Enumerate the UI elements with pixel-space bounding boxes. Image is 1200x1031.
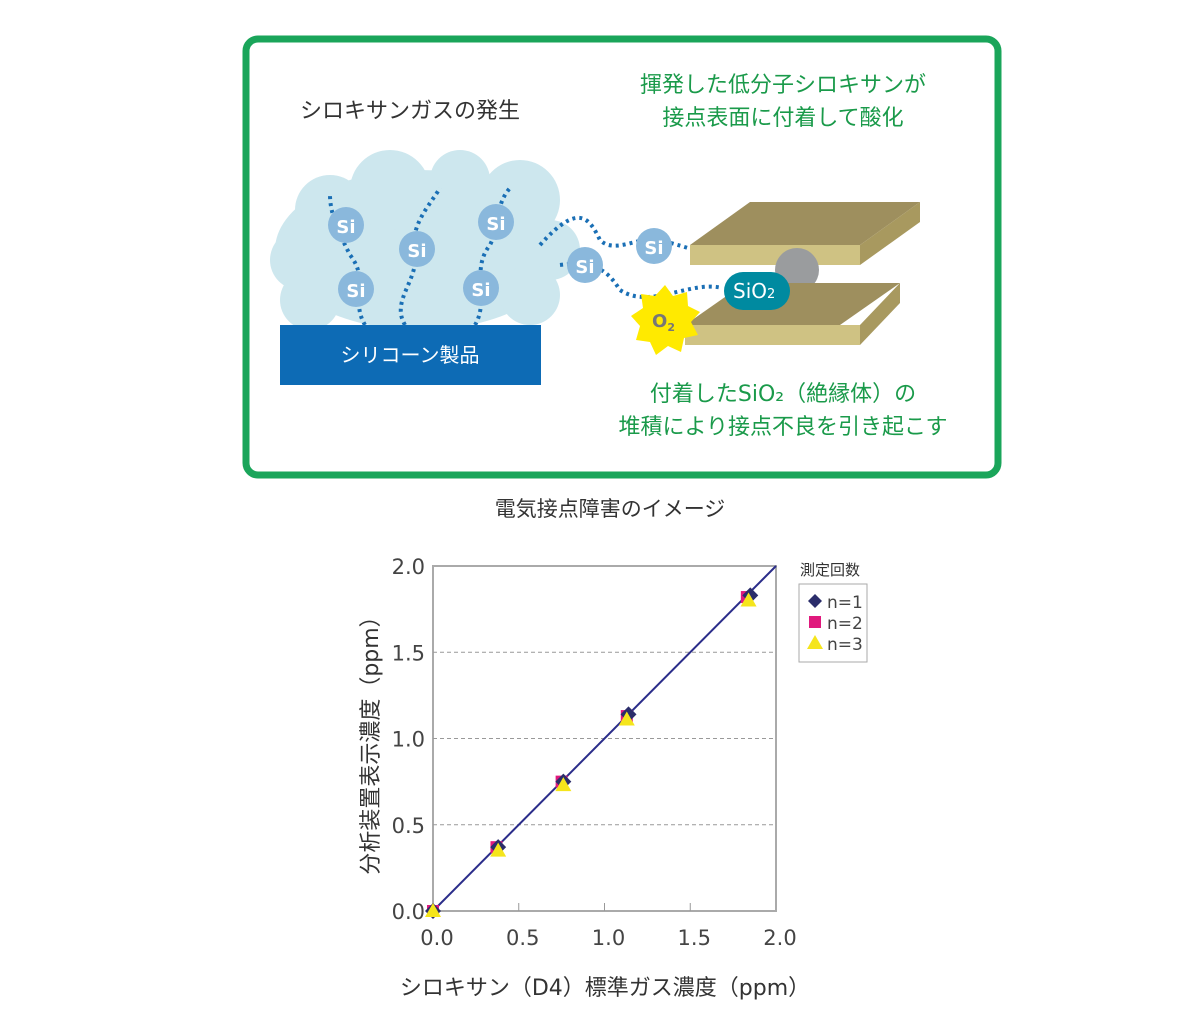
x-axis-label: シロキサン（D4）標準ガス濃度（ppm） [400, 976, 810, 1001]
silicone-product-block [280, 325, 541, 385]
svg-text:Si: Si [575, 257, 594, 278]
deposit-label-line2: 堆積により接点不良を引き起こす [618, 415, 947, 440]
legend: n=1n=2n=3 [807, 593, 863, 655]
si-molecule: Si [328, 207, 364, 243]
si-molecule: Si [338, 271, 374, 307]
x-tick-label: 0.5 [506, 926, 539, 950]
data-point-n=3 [490, 842, 507, 857]
oxygen-burst: O2 [631, 285, 700, 355]
svg-text:SiO2: SiO2 [733, 279, 775, 303]
y-tick-label: 2.0 [392, 555, 425, 579]
svg-text:Si: Si [644, 238, 663, 259]
si-molecule: Si [463, 270, 499, 306]
data-point-n=3 [807, 635, 823, 649]
legend-title: 測定回数 [800, 561, 860, 579]
y-axis-label: 分析装置表示濃度（ppm） [359, 605, 384, 874]
contact-failure-diagram: シロキサンガスの発生 揮発した低分子シロキサンが 接点表面に付着して酸化 シリコ… [242, 35, 1002, 521]
data-point-n=3 [555, 777, 572, 792]
diagram-caption: 電気接点障害のイメージ [495, 497, 726, 521]
si-molecule: Si [478, 204, 514, 240]
oxidation-label-line1: 揮発した低分子シロキサンが [640, 73, 926, 98]
x-tick-label: 0.0 [420, 926, 453, 950]
data-point-n=1 [808, 594, 822, 608]
gas-generation-label: シロキサンガスの発生 [300, 99, 520, 124]
x-tick-label: 2.0 [763, 926, 796, 950]
legend-label: n=2 [827, 614, 863, 634]
x-tick-label: 1.0 [592, 926, 625, 950]
data-point-n=3 [618, 711, 635, 726]
svg-text:Si: Si [471, 280, 490, 301]
legend-label: n=3 [827, 635, 863, 655]
sio2-deposit: SiO2 [724, 272, 790, 310]
si-molecule: Si [567, 247, 603, 283]
oxidation-label-line2: 接点表面に付着して酸化 [662, 106, 903, 131]
si-molecules: Si Si Si Si Si Si Si [328, 204, 672, 307]
y-tick-label: 0.5 [392, 814, 425, 838]
si-molecule: Si [399, 231, 435, 267]
y-tick-label: 0.0 [392, 900, 425, 924]
svg-text:Si: Si [486, 214, 505, 235]
si-molecule: Si [636, 228, 672, 264]
svg-text:Si: Si [407, 241, 426, 262]
x-tick-label: 1.5 [678, 926, 711, 950]
fit-line [432, 565, 777, 912]
svg-text:O2: O2 [652, 311, 675, 334]
y-tick-label: 1.5 [392, 641, 425, 665]
legend-label: n=1 [827, 593, 863, 613]
silicone-product-label: シリコーン製品 [341, 343, 480, 367]
data-point-n=3 [740, 592, 757, 607]
data-point-n=3 [425, 903, 441, 917]
svg-text:Si: Si [336, 217, 355, 238]
deposit-label-line1: 付着したSiO₂（絶縁体）の [650, 382, 916, 407]
data-point-n=2 [809, 616, 821, 628]
y-tick-label: 1.0 [392, 728, 425, 752]
svg-text:Si: Si [346, 281, 365, 302]
electrical-contacts [685, 202, 920, 345]
plot-area: 0.0 0.5 1.0 1.5 2.0 0.0 0.5 1.0 1.5 2.0 [392, 555, 797, 950]
